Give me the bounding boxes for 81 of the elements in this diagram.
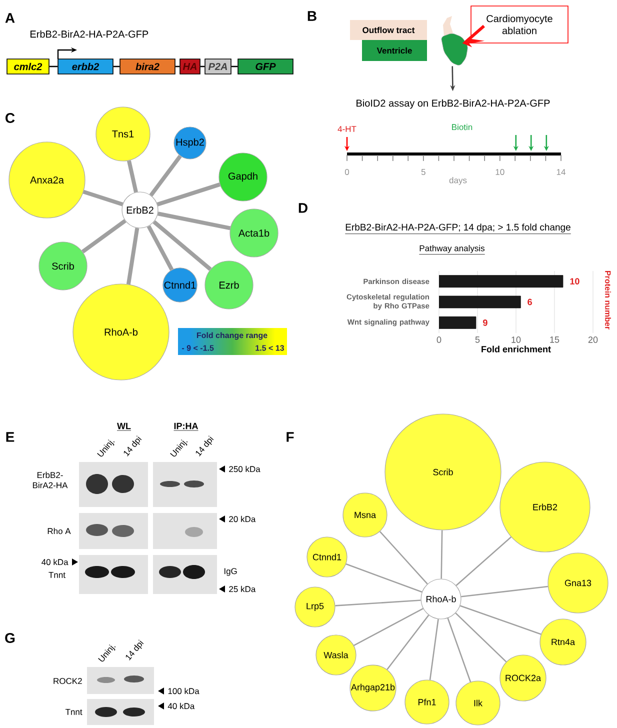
connector-line: [175, 66, 180, 68]
panel-letter: F: [286, 432, 294, 442]
connector-line: [461, 586, 548, 598]
connector-line: [447, 618, 472, 682]
connector-line: [156, 182, 220, 206]
tick-label: 14: [556, 169, 566, 175]
legend-label: - 9 < -1.5: [182, 345, 214, 351]
connector-line: [200, 66, 205, 68]
gene-box: HA: [180, 58, 200, 74]
chart-title: Pathway analysis: [420, 245, 484, 253]
x-axis-title: Fold enrichment: [482, 346, 551, 352]
connector-line: [82, 190, 124, 206]
bar: [438, 275, 564, 288]
connector-line: [429, 619, 439, 680]
lane-label: 14 dpi: [126, 640, 144, 660]
row-label: IgG: [224, 568, 237, 576]
timeline-label: 4-HT: [338, 126, 356, 132]
connector-line: [455, 612, 507, 662]
connector-line: [231, 66, 238, 68]
connector-line: [113, 66, 120, 68]
connector-line: [440, 530, 443, 579]
row-label: Rho A: [48, 528, 71, 534]
protein-count: 6: [528, 298, 532, 306]
connector-line: [146, 225, 174, 271]
x-tick-label: 5: [475, 336, 480, 343]
panel-letter: E: [6, 432, 14, 442]
assay-title: BioID2 assay on ErbB2-BirA2-HA-P2A-GFP: [356, 99, 550, 109]
connector-line: [81, 219, 126, 254]
protein-count: 9: [483, 320, 488, 326]
legend-label: 1.5 < 13: [256, 345, 284, 351]
connector-line: [456, 536, 512, 586]
tick-label: 5: [421, 169, 426, 175]
column-heading: WL: [116, 422, 132, 431]
tick-label: 10: [496, 169, 504, 175]
connector-line: [460, 605, 542, 635]
legend-title: Fold change range: [196, 332, 268, 340]
x-tick-label: 20: [588, 336, 598, 343]
callout-box: Cardiomyocyte ablation: [470, 6, 568, 44]
gene-box: erbb2: [58, 58, 114, 74]
protein-count: 10: [570, 278, 580, 284]
connector-line: [386, 614, 430, 670]
panel-letter: G: [5, 633, 15, 643]
region-box: Ventricle: [362, 40, 427, 61]
x-tick-label: 15: [550, 336, 560, 343]
row-label: ErbB2- BirA2-HA: [32, 472, 68, 488]
panel-letter: B: [308, 11, 316, 21]
gene-box: bira2: [120, 58, 176, 74]
heart-drawing: [441, 16, 468, 66]
row-label: Tnnt: [65, 709, 82, 715]
connector-line: [335, 600, 421, 606]
connector-line: [149, 154, 182, 197]
panel-letter: A: [5, 13, 15, 23]
connector-line: [346, 563, 422, 593]
column-heading: IP:HA: [174, 422, 198, 431]
connector-line: [158, 212, 231, 230]
panel-letter: C: [6, 113, 15, 123]
axis-label: days: [449, 177, 467, 185]
gene-box: cmlc2: [6, 58, 50, 74]
tick-label: 0: [344, 169, 350, 175]
row-label: ROCK2: [54, 678, 82, 684]
connector-line: [152, 220, 212, 271]
construct-title: ErbB2-BirA2-HA-P2A-GFP: [30, 30, 148, 38]
connector-line: [354, 608, 424, 646]
panel-letter: D: [298, 203, 308, 213]
gene-box: GFP: [238, 58, 294, 74]
connector-line: [379, 531, 428, 584]
gene-box: P2A: [204, 58, 232, 74]
x-tick-label: 10: [512, 336, 521, 343]
connector-line: [127, 160, 138, 193]
connector-line: [49, 66, 58, 68]
lane-label: 14 dpi: [196, 436, 214, 456]
timeline-label: Biotin: [452, 124, 472, 130]
region-box: Outflow tract: [350, 20, 427, 40]
axis-label: Protein number: [605, 270, 611, 330]
x-tick-label: 0: [436, 336, 442, 343]
bar: [438, 316, 476, 329]
chart-heading: ErbB2-BirA2-HA-P2A-GFP; 14 dpa; > 1.5 fold change: [344, 224, 572, 234]
connector-line: [126, 228, 140, 285]
row-label: Tnnt: [48, 572, 66, 578]
bar: [438, 296, 521, 308]
lane-label: 14 dpi: [124, 436, 142, 456]
